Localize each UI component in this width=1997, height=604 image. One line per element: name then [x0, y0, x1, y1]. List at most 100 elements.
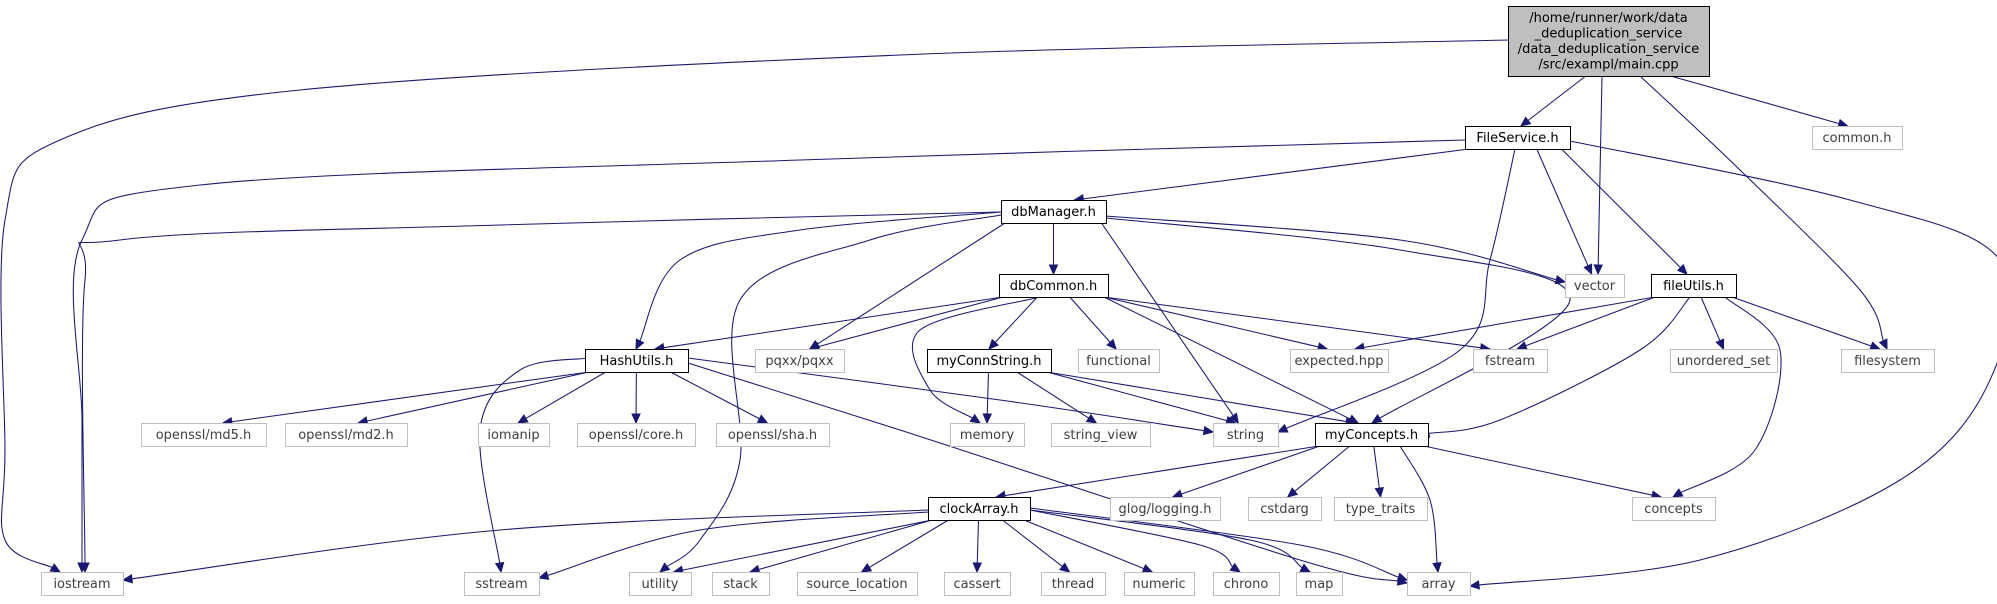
node-dbcommon[interactable]: dbCommon.h — [999, 274, 1109, 298]
node-cstdarg: cstdarg — [1248, 497, 1322, 521]
edge-line — [78, 211, 1002, 565]
node-box — [1213, 423, 1279, 447]
arrowhead-icon — [982, 413, 993, 425]
node-layer: /home/runner/work/data_deduplication_ser… — [41, 6, 1935, 596]
arrowhead-icon — [1583, 263, 1593, 276]
edge-line — [1639, 75, 1885, 342]
node-label: clockArray.h — [940, 502, 1019, 517]
node-label: utility — [642, 577, 679, 592]
edge-line — [1293, 445, 1351, 493]
edge-main-to-common — [1670, 75, 1849, 129]
arrowhead-icon — [972, 562, 983, 574]
arrowhead-icon — [1878, 338, 1888, 351]
node-label: unordered_set — [1677, 354, 1770, 369]
arrowhead-icon — [1554, 275, 1567, 285]
edge-fileservice-to-fileutils — [1561, 148, 1688, 275]
edge-line — [1561, 148, 1682, 269]
node-box — [1841, 349, 1935, 373]
edge-line — [816, 222, 1006, 346]
node-box — [577, 423, 696, 447]
edge-fileservice-to-array — [1468, 140, 1997, 590]
edge-line — [665, 214, 1002, 568]
arrowhead-icon — [969, 413, 982, 424]
node-label: concepts — [1644, 502, 1703, 517]
edge-fileservice-to-string — [1276, 148, 1516, 433]
edge-dbmanager-to-utility — [659, 214, 1002, 573]
edge-clockarray-to-array — [1029, 507, 1409, 582]
node-type_traits: type_traits — [1334, 497, 1428, 521]
node-sstream: sstream — [464, 572, 540, 596]
edge-clockarray-to-iostream — [121, 509, 929, 584]
arrowhead-icon — [1048, 264, 1059, 276]
node-box — [797, 572, 918, 596]
node-label: stack — [723, 577, 758, 592]
edge-dbcommon-to-pqxx — [808, 296, 1004, 352]
node-label: functional — [1086, 354, 1151, 369]
node-box — [928, 497, 1031, 521]
edge-fileservice-to-dbmanager — [1073, 148, 1470, 204]
edge-dbcommon-to-expected — [1103, 296, 1329, 352]
edge-clockarray-to-stack — [748, 519, 933, 574]
edge-myconcepts-to-cstdarg — [1286, 445, 1351, 498]
arrowhead-icon — [494, 561, 505, 574]
node-label: _deduplication_service — [1534, 27, 1683, 42]
node-box — [1041, 572, 1106, 596]
node-common: common.h — [1812, 126, 1903, 150]
edge-line — [976, 519, 980, 565]
node-box — [1248, 497, 1322, 521]
arrowhead-icon — [1141, 564, 1154, 573]
edge-line — [868, 519, 949, 569]
node-box — [1670, 349, 1778, 373]
node-myconnstring[interactable]: myConnString.h — [927, 349, 1052, 373]
node-label: glog/logging.h — [1119, 502, 1212, 517]
node-label: dbCommon.h — [1010, 279, 1097, 294]
node-label: map — [1305, 577, 1334, 592]
node-box — [1124, 572, 1195, 596]
node-box — [1290, 349, 1389, 373]
node-filesystem: filesystem — [1841, 349, 1935, 373]
node-md5: openssl/md5.h — [141, 423, 267, 447]
edge-line — [1103, 296, 1320, 348]
node-label: chrono — [1224, 577, 1269, 592]
node-functional: functional — [1078, 349, 1160, 373]
edge-myconcepts-to-concepts — [1423, 445, 1663, 500]
edge-line — [687, 362, 1400, 582]
node-stack: stack — [712, 572, 770, 596]
node-label: dbManager.h — [1011, 205, 1096, 220]
node-string_view: string_view — [1051, 423, 1151, 447]
node-hashutils[interactable]: HashUtils.h — [585, 349, 689, 373]
edge-line — [1524, 296, 1656, 347]
edge-line — [639, 211, 1002, 343]
node-chrono: chrono — [1213, 572, 1280, 596]
node-myconcepts[interactable]: myConcepts.h — [1315, 423, 1429, 447]
node-label: string_view — [1064, 428, 1138, 443]
edge-myconcepts-to-type_traits — [1373, 445, 1384, 499]
edge-myconcepts-to-clockarray — [994, 445, 1320, 501]
edge-line — [994, 296, 1038, 344]
arrowhead-icon — [1370, 413, 1383, 424]
node-clockarray[interactable]: clockArray.h — [928, 497, 1031, 521]
node-thread: thread — [1041, 572, 1106, 596]
edge-main-to-iostream — [0, 39, 1509, 573]
node-cassert: cassert — [944, 572, 1011, 596]
edge-line — [1046, 371, 1228, 422]
edge-dbmanager-to-pqxx — [808, 222, 1006, 350]
edge-main-to-fileservice — [1519, 75, 1587, 127]
edge-line — [1105, 215, 1558, 281]
arrowhead-icon — [860, 563, 873, 573]
edge-clockarray-to-thread — [1002, 519, 1071, 573]
node-box — [1812, 126, 1903, 150]
node-label: FileService.h — [1476, 131, 1558, 146]
node-main[interactable]: /home/runner/work/data_deduplication_ser… — [1508, 6, 1710, 77]
node-dbmanager[interactable]: dbManager.h — [1001, 200, 1107, 224]
node-label: openssl/sha.h — [728, 428, 817, 443]
node-fileutils[interactable]: fileUtils.h — [1651, 274, 1737, 298]
edge-line — [1427, 296, 1691, 435]
node-fileservice[interactable]: FileService.h — [1465, 126, 1571, 150]
node-box — [285, 423, 408, 447]
edge-myconcepts-to-array — [1399, 445, 1442, 574]
edge-clockarray-to-numeric — [1023, 519, 1154, 573]
arrowhead-icon — [1715, 338, 1725, 351]
node-label: vector — [1574, 279, 1616, 294]
edge-line — [72, 139, 1466, 564]
